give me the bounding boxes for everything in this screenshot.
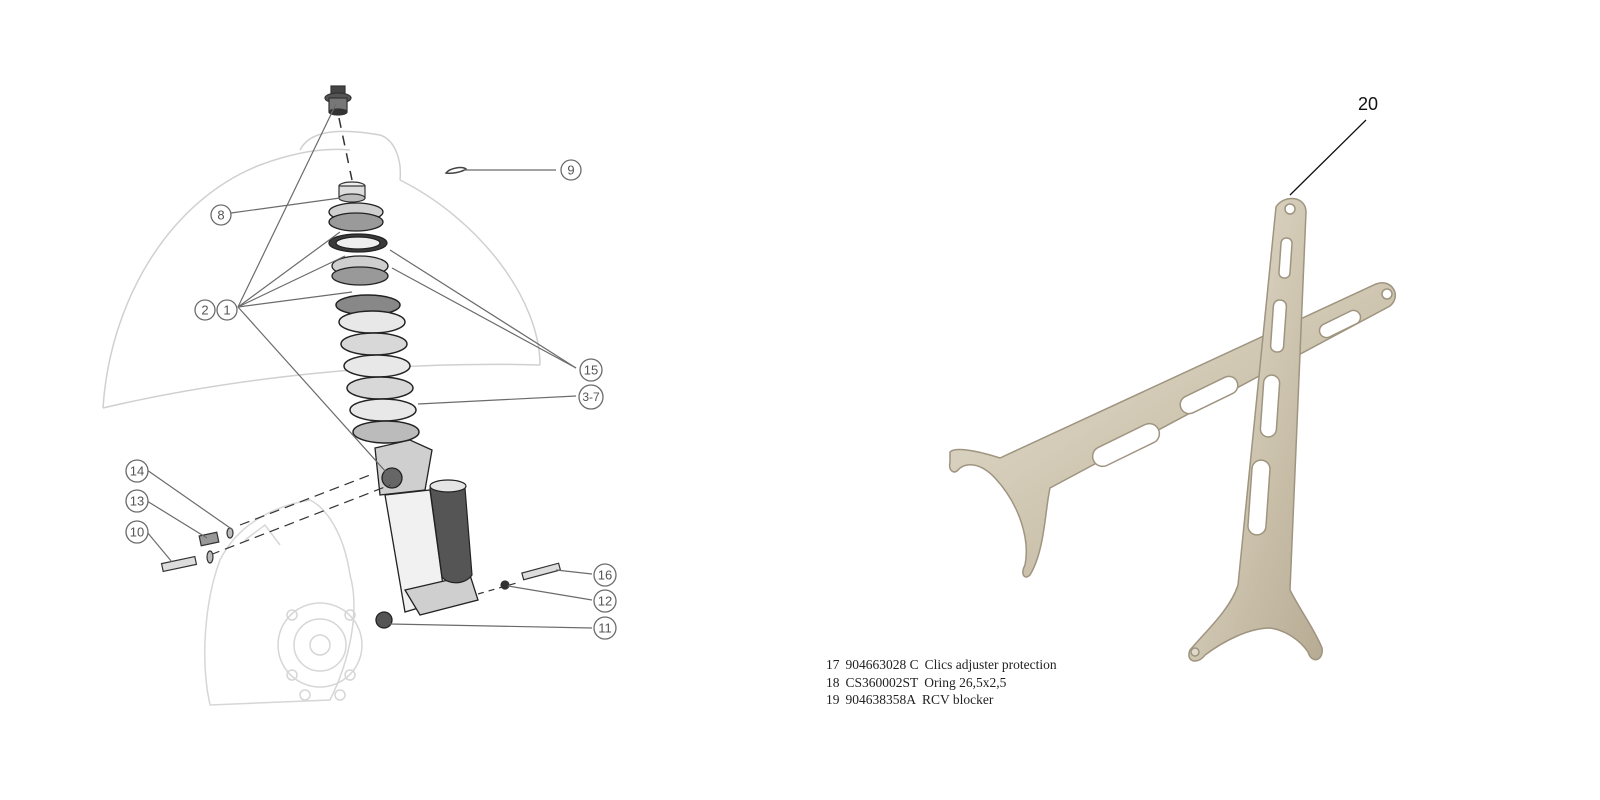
callout-label-13: 13 xyxy=(130,494,144,509)
part-number: 18 xyxy=(826,674,840,690)
part-description: Oring 26,5x2,5 xyxy=(924,674,1007,690)
callout-15 xyxy=(579,358,603,382)
callout-8 xyxy=(210,204,232,226)
part-code: 904663028 C xyxy=(845,657,919,672)
reservoir xyxy=(429,479,473,584)
callout-label-1: 1 xyxy=(223,303,230,318)
top-mount-nut xyxy=(324,85,352,116)
callout-11 xyxy=(593,616,617,640)
lower-mount-hardware xyxy=(160,474,391,573)
preload-collars xyxy=(328,202,389,286)
circlip xyxy=(444,166,468,174)
part-code: CS360002ST xyxy=(845,674,919,690)
callout-label-2: 2 xyxy=(201,303,208,318)
callout-labels: 1 2 8 9 15 3-7 14 13 10 16 12 11 xyxy=(130,163,612,636)
tool-callout-20: 20 xyxy=(1358,94,1378,114)
callout-label-14: 14 xyxy=(130,464,144,479)
callout-14 xyxy=(125,459,149,483)
coil-spring xyxy=(335,294,420,444)
callout-12 xyxy=(593,589,617,613)
callout-label-16: 16 xyxy=(598,568,612,583)
part-number: 19 xyxy=(826,692,840,707)
part-description: Clics adjuster protection xyxy=(924,657,1057,672)
callout-label-10: 10 xyxy=(130,525,144,540)
damper-body xyxy=(374,439,479,629)
callout-3-7 xyxy=(578,384,604,410)
callout-label-8: 8 xyxy=(217,208,224,223)
parts-row: 17 904663028 C Clics adjuster protection xyxy=(826,656,1063,674)
parts-row: 19 904638358A RCV blocker xyxy=(826,691,1063,709)
parts-list: 17 904663028 C Clics adjuster protection 1… xyxy=(826,656,1063,709)
callout-1 xyxy=(216,299,238,321)
leader-lines xyxy=(146,103,593,629)
part-number: 17 xyxy=(826,657,840,672)
callout-label-3-7: 3-7 xyxy=(582,390,600,404)
callout-label-12: 12 xyxy=(598,594,612,609)
upright-ghost xyxy=(204,499,363,706)
fender-outline xyxy=(102,130,541,409)
parts-row: 18 CS360002ST Oring 26,5x2,5 xyxy=(826,674,1063,692)
callout-label-15: 15 xyxy=(584,363,598,378)
callout-9 xyxy=(560,159,582,181)
part-code: 904638358A xyxy=(845,692,917,707)
callout-10 xyxy=(125,520,149,544)
bush xyxy=(338,181,366,203)
spanner-wrench-diagonal xyxy=(948,282,1396,578)
callout-2 xyxy=(194,299,216,321)
tool-leader-line xyxy=(1289,119,1367,196)
callout-16 xyxy=(593,563,617,587)
callout-label-11: 11 xyxy=(598,621,612,636)
part-description: RCV blocker xyxy=(922,692,994,707)
callout-13 xyxy=(125,489,149,513)
spanner-wrench-vertical xyxy=(1188,197,1323,662)
right-bolt xyxy=(477,562,562,595)
callout-circles xyxy=(125,159,617,640)
callout-label-9: 9 xyxy=(567,163,574,178)
